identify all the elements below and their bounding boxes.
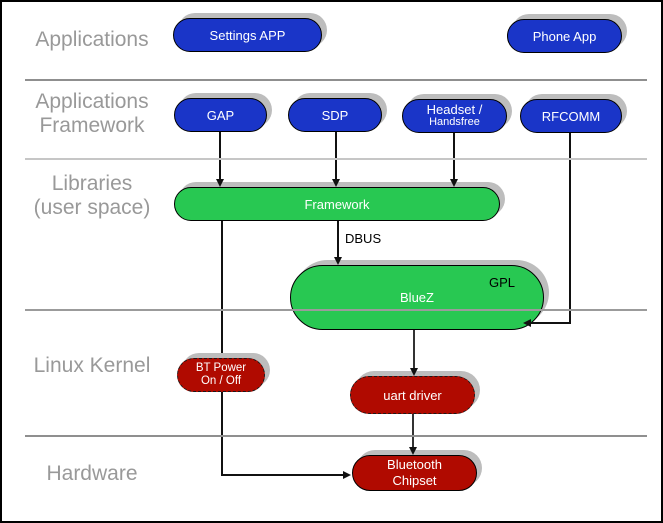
layer-label-applications-framework: Applications Framework (12, 90, 172, 138)
node-label: Settings APP (209, 27, 286, 43)
layer-label-line2: (user space) (33, 196, 151, 219)
node-gap: GAP (174, 98, 267, 132)
layer-label-hardware: Hardware (12, 462, 172, 486)
arrowhead-left-icon (523, 319, 531, 327)
node-sdp: SDP (288, 98, 382, 132)
node-uart-driver: uart driver (350, 376, 475, 414)
connector-bluez-to-uart (413, 330, 415, 370)
arrowhead-down-icon (216, 179, 224, 187)
layer-divider-line (25, 435, 647, 437)
connector-framework-to-btpower-chipset (221, 221, 223, 476)
layer-label-text: Hardware (46, 462, 138, 485)
layer-label-libraries-user-space: Libraries (user space) (12, 172, 172, 220)
node-bluez: GPL BlueZ (290, 265, 544, 330)
node-label: Phone App (532, 28, 597, 44)
node-label-line1: Bluetooth (387, 457, 442, 472)
node-label-line1: BT Power (195, 362, 247, 374)
connector-headset-to-framework (453, 133, 455, 187)
arrowhead-down-icon (409, 447, 417, 455)
node-headset-handsfree: Headset / Handsfree (402, 99, 507, 133)
connector-uart-to-chipset (412, 414, 414, 449)
node-rfcomm: RFCOMM (520, 99, 622, 133)
layer-label-text: Linux Kernel (33, 354, 151, 377)
layer-label-line2: Framework (39, 114, 145, 137)
node-label-line2: Handsfree (429, 116, 480, 128)
node-settings-app: Settings APP (173, 18, 322, 52)
node-label: uart driver (383, 387, 442, 403)
node-framework: Framework (174, 187, 500, 221)
layer-divider-line (25, 309, 647, 311)
node-label-line2: Chipset (392, 473, 437, 488)
node-phone-app: Phone App (507, 19, 622, 53)
layer-label-line1: Applications (35, 90, 149, 113)
arrowhead-right-icon (343, 471, 351, 479)
layer-label-text: Applications (35, 28, 149, 51)
node-label: SDP (321, 107, 349, 123)
layer-label-linux-kernel: Linux Kernel (12, 354, 172, 378)
connector-rfcomm-vertical (569, 133, 571, 324)
arrowhead-down-icon (332, 179, 340, 187)
node-bt-power-on-off: BT Power On / Off (177, 358, 265, 392)
arrowhead-down-icon (334, 257, 342, 265)
node-label-line2: On / Off (200, 375, 242, 387)
connector-rfcomm-to-bluez (530, 322, 570, 324)
dbus-edge-label: DBUS (345, 231, 382, 246)
arrowhead-down-icon (450, 179, 458, 187)
node-label: BlueZ (400, 290, 434, 305)
layer-label-line1: Libraries (51, 172, 133, 195)
node-label: Framework (304, 196, 370, 212)
gpl-badge: GPL (488, 275, 515, 290)
layer-divider-line (25, 158, 647, 160)
node-label-line1: Headset / (426, 102, 483, 117)
node-label: RFCOMM (541, 108, 601, 124)
connector-bottom-to-chipset (222, 474, 344, 476)
layer-divider-line (25, 79, 647, 81)
node-label: GAP (206, 107, 235, 123)
connector-framework-to-bluez-dbus (337, 221, 339, 261)
layer-label-applications: Applications (12, 28, 172, 52)
arrowhead-down-icon (410, 368, 418, 376)
node-bluetooth-chipset: Bluetooth Chipset (352, 455, 477, 491)
